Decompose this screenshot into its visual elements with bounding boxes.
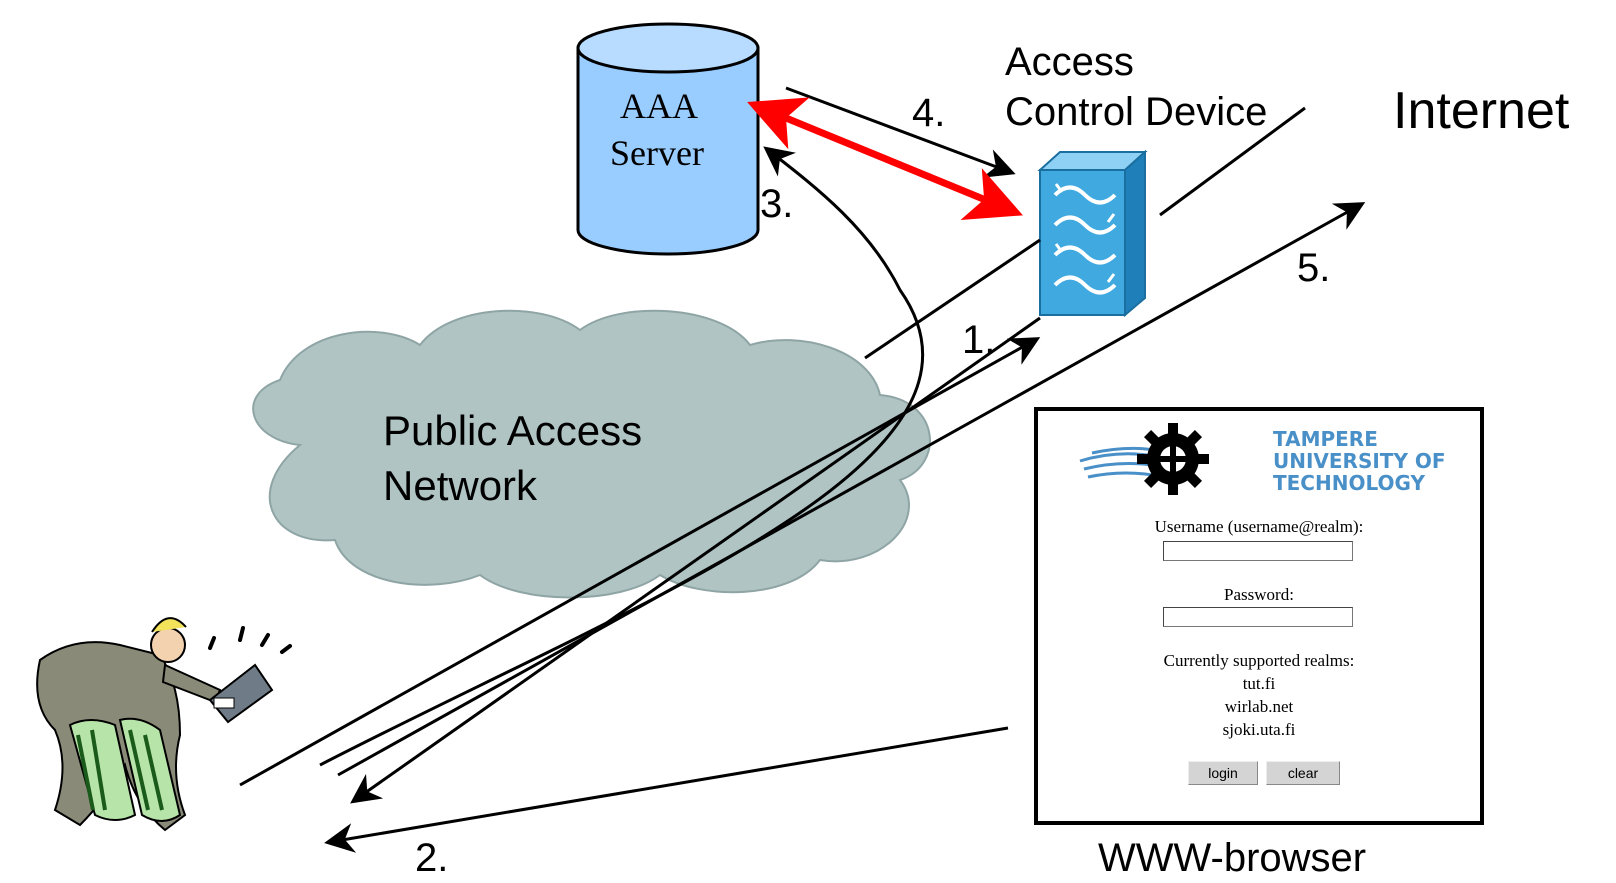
aaa-server-label-line1: AAA: [620, 86, 698, 126]
login-button[interactable]: login: [1188, 761, 1258, 785]
tut-logo: TAMPERE UNIVERSITY OF TECHNOLOGY: [1078, 419, 1458, 499]
password-label: Password:: [1224, 585, 1294, 604]
step-5-label: 5.: [1297, 246, 1331, 290]
clear-button[interactable]: clear: [1266, 761, 1340, 785]
realm-item: tut.fi: [1242, 674, 1276, 693]
aaa-device-exchange-arrow: [747, 97, 1023, 220]
step-2-redirect-arrow: [350, 316, 1041, 804]
step-2-label: 2.: [415, 836, 449, 880]
realm-item: wirlab.net: [1224, 697, 1294, 716]
aaa-server-label-line2: Server: [610, 133, 704, 173]
step-1-label: 1.: [962, 318, 996, 362]
password-field[interactable]: [1163, 607, 1353, 627]
user-with-laptop-icon: [36, 617, 292, 832]
www-browser-label: WWW-browser: [1098, 836, 1367, 880]
browser-login-page: TAMPERE UNIVERSITY OF TECHNOLOGY Usernam…: [1034, 407, 1484, 825]
tut-logo-line2: UNIVERSITY OF: [1273, 449, 1446, 473]
step-2-browser-arrow: [324, 726, 1009, 853]
username-field[interactable]: [1163, 541, 1353, 561]
device-network-link-line: [864, 238, 1041, 360]
tut-logo-line3: TECHNOLOGY: [1273, 471, 1425, 495]
public-access-network-cloud: [252, 309, 931, 599]
access-control-device-icon: [1037, 149, 1148, 318]
access-control-device-label-line1: Access: [1005, 40, 1134, 84]
public-access-network-label-line1: Public Access: [383, 407, 643, 454]
internet-link-line: [1159, 106, 1306, 217]
internet-label: Internet: [1393, 82, 1570, 140]
public-access-network-label-line2: Network: [383, 465, 538, 501]
tut-logo-line1: TAMPERE: [1273, 427, 1378, 451]
tut-gear-logo-icon: [1079, 423, 1209, 495]
step-5-arrow: [337, 202, 1366, 777]
aaa-server-icon: [576, 22, 760, 256]
access-control-device-label-line2: Control Device: [1005, 90, 1268, 134]
step-4-label: 4.: [912, 91, 946, 135]
realm-item: sjoki.uta.fi: [1222, 720, 1296, 739]
username-label: Username (username@realm):: [1154, 517, 1364, 536]
realms-heading: Currently supported realms:: [1163, 651, 1355, 670]
step-3-label: 3.: [760, 182, 794, 226]
